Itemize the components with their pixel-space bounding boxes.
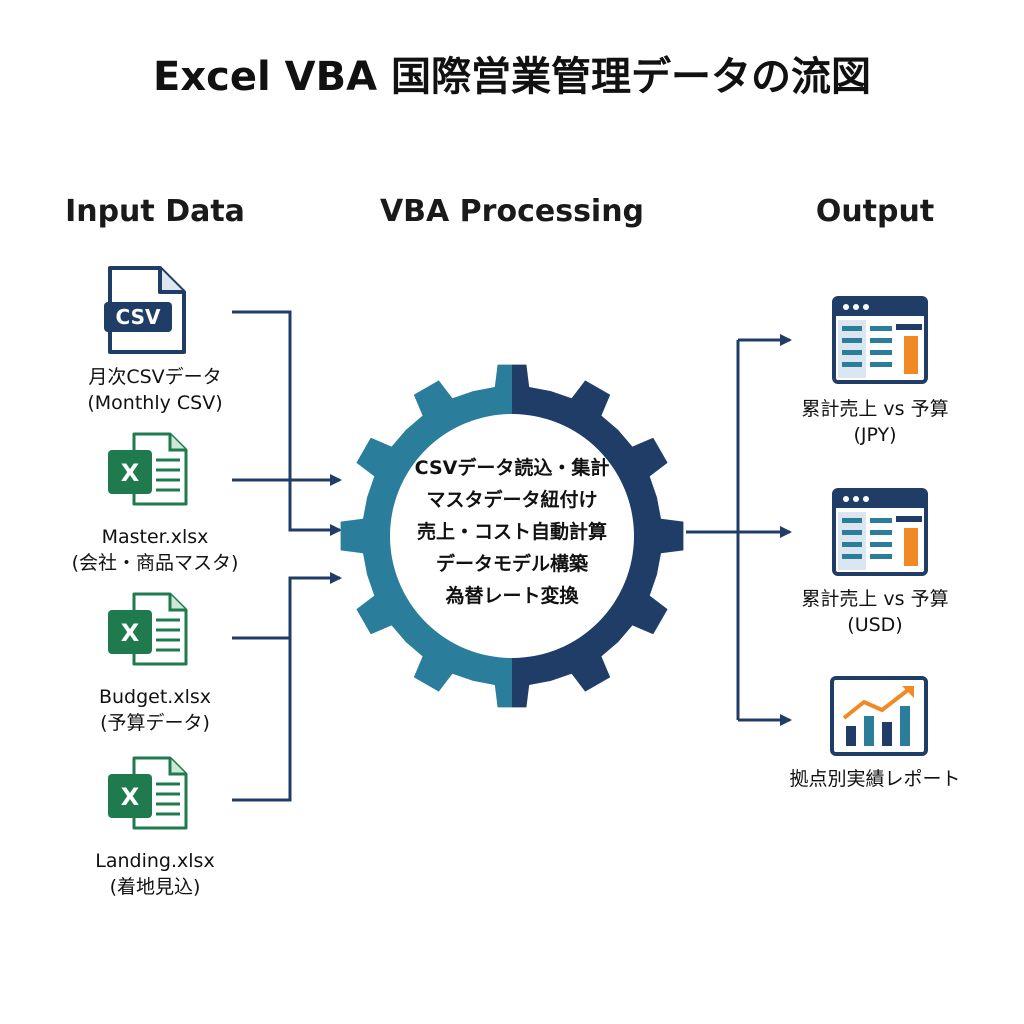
spreadsheet-window-icon [832,296,928,384]
connector-input-landing [232,585,292,802]
csv-badge-text: CSV [116,305,161,329]
input-label-csv: 月次CSVデータ (Monthly CSV) [87,366,223,414]
svg-text:X: X [121,619,140,647]
svg-text:X: X [121,459,140,487]
processing-step: CSVデータ読込・集計 [414,457,610,479]
svg-text:X: X [121,783,140,811]
input-column-header: Input Data [65,194,245,229]
csv-file-icon: CSV [104,266,186,354]
diagram-title: Excel VBA 国際営業管理データの流図 [153,54,871,100]
excel-file-icon: X [108,432,188,506]
output-label-jpy: 累計売上 vs 予算 (JPY) [801,398,949,446]
connector-input-budget [232,572,342,640]
excel-file-icon: X [108,592,188,666]
input-label-landing: Landing.xlsx (着地見込) [95,850,215,898]
input-label-budget: Budget.xlsx (予算データ) [98,686,212,734]
output-column-header: Output [815,194,935,229]
input-label-master: Master.xlsx (会社・商品マスタ) [71,526,239,574]
processing-column-header: VBA Processing [379,194,645,229]
connector-input-csv [232,310,342,536]
processing-step: 為替レート変換 [445,585,579,607]
gear-icon [338,362,686,710]
output-label-report: 拠点別実績レポート [789,768,961,790]
processing-step: 売上・コスト自動計算 [416,521,607,543]
processing-step: マスタデータ紐付け [426,489,598,511]
bar-chart-report-icon [830,676,928,756]
processing-steps: CSVデータ読込・集計 マスタデータ紐付け 売上・コスト自動計算 データモデル構… [388,452,636,612]
excel-file-icon: X [108,756,188,830]
spreadsheet-window-icon [832,488,928,576]
processing-step: データモデル構築 [435,553,588,575]
output-label-usd: 累計売上 vs 予算 (USD) [801,588,949,636]
